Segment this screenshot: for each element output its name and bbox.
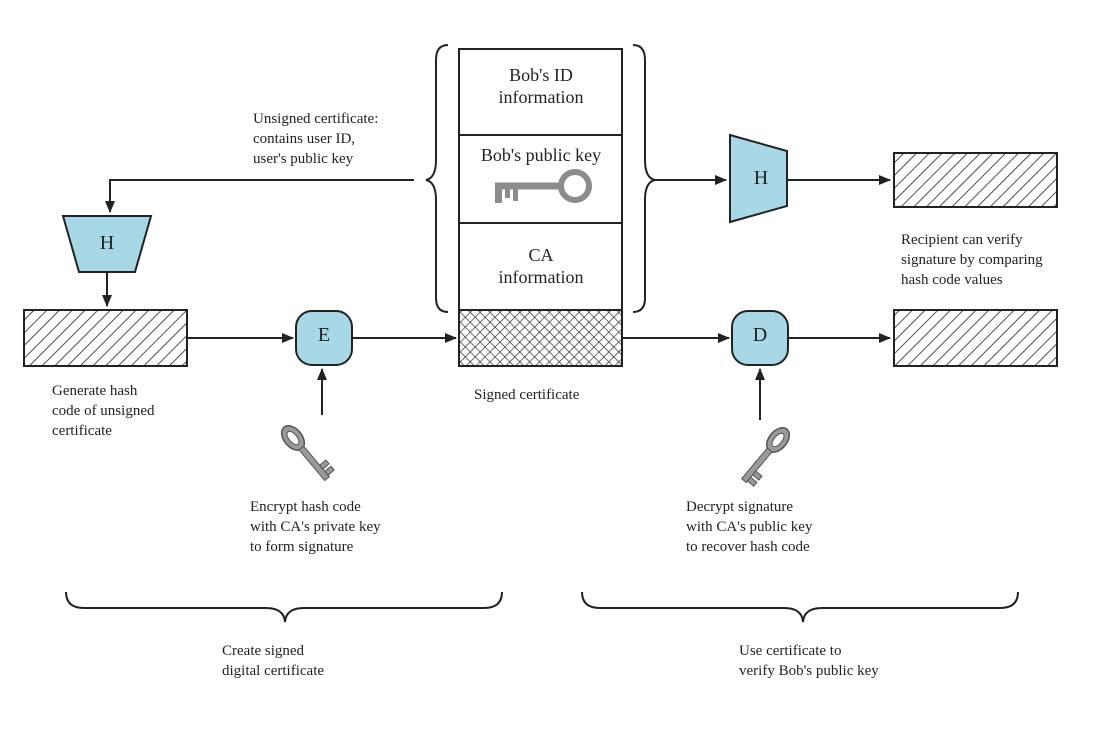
cert-public-key-text: Bob's public key <box>480 145 602 165</box>
hash-code-computed <box>893 152 1058 208</box>
cert-id-cell <box>458 48 623 136</box>
unsigned-certificate-label: Unsigned certificate: contains user ID, … <box>253 111 379 167</box>
private-key-icon <box>276 419 337 486</box>
hash-code-left <box>23 309 188 367</box>
unsigned-cert-to-hash-arrow <box>105 179 414 213</box>
signed-certificate-label: Signed certificate <box>474 387 580 403</box>
signed-certificate-block <box>458 309 623 367</box>
left-brace <box>425 44 449 313</box>
decrypt-signature-label: Decrypt signature with CA's public key t… <box>686 499 813 555</box>
hash-left-symbol: H <box>99 232 115 254</box>
hash-code-decrypted <box>893 309 1058 367</box>
decrypt-symbol: D <box>752 324 768 346</box>
hash-right-symbol: H <box>753 167 769 189</box>
right-brace <box>632 44 656 313</box>
generate-hash-label: Generate hash code of unsigned certifica… <box>52 383 155 439</box>
public-key-icon <box>495 169 592 203</box>
cert-ca-text: CA information <box>498 245 584 287</box>
recipient-verify-label: Recipient can verify signature by compar… <box>901 232 1043 288</box>
encrypt-symbol: E <box>317 324 331 346</box>
unsigned-certificate <box>458 48 623 311</box>
create-signed-label: Create signed digital certificate <box>222 643 325 679</box>
use-certificate-label: Use certificate to verify Bob's public k… <box>739 643 879 679</box>
ca-public-key-icon <box>736 422 797 489</box>
hash-function-left <box>61 215 153 273</box>
hash-function-right <box>729 133 788 224</box>
create-brace <box>65 591 503 623</box>
encrypt-hash-label: Encrypt hash code with CA's private key … <box>250 499 381 555</box>
cert-ca-cell <box>458 222 623 311</box>
cert-id-text: Bob's ID information <box>498 65 584 107</box>
use-brace <box>581 591 1019 623</box>
cert-public-key-cell <box>458 134 623 224</box>
